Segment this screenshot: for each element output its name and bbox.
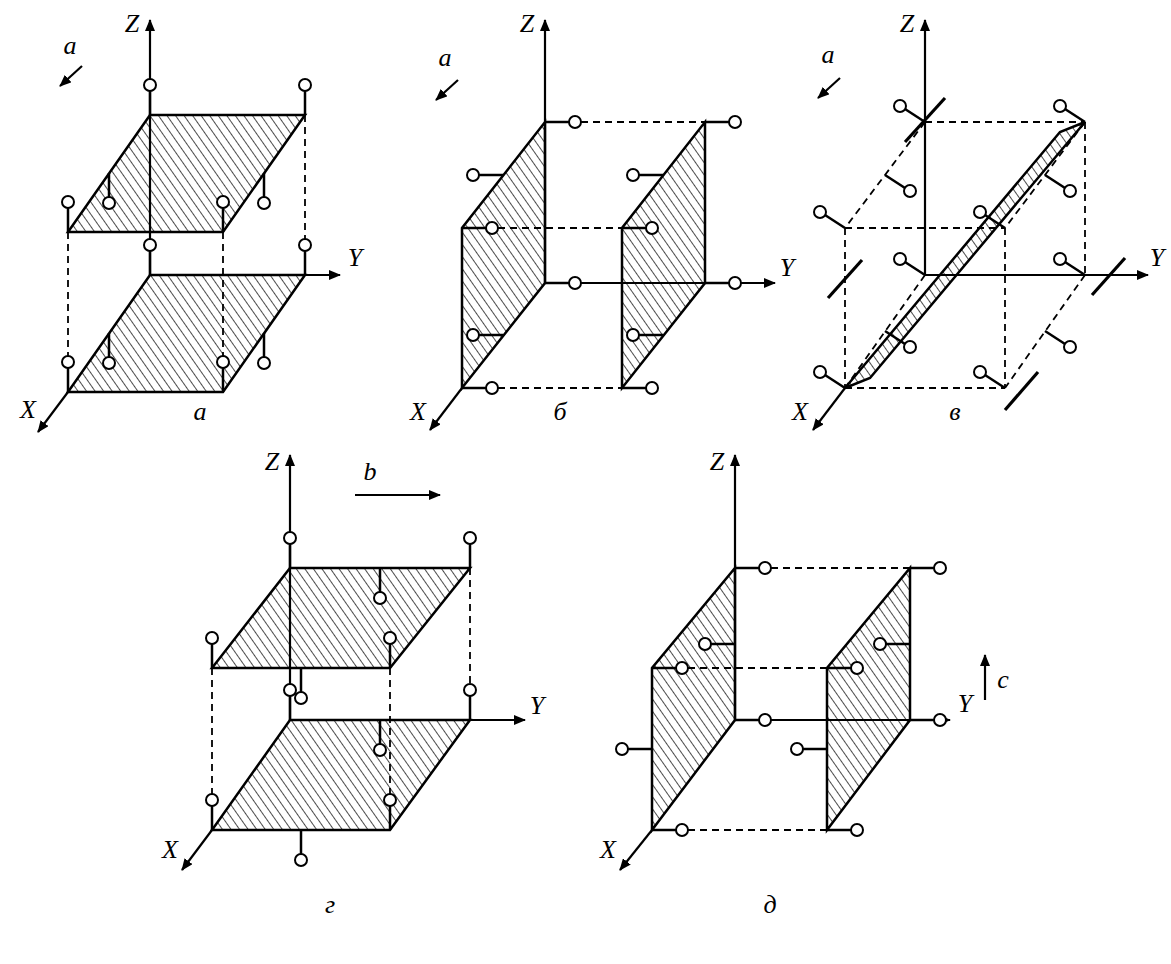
axis-label: Z (263, 449, 281, 475)
axis-label: Y (528, 693, 546, 719)
axis-label: Y (956, 691, 974, 717)
panel-caption: г (323, 892, 337, 918)
panel-caption: а (192, 399, 209, 425)
panel-caption: в (947, 399, 962, 425)
panel-caption: д (761, 892, 778, 918)
axis-label: Z (898, 11, 916, 37)
glide-vector-label: a (437, 45, 454, 71)
panel-b (430, 20, 775, 430)
panel-g (182, 455, 525, 870)
axis-label: X (160, 837, 180, 863)
glide-vector-label: a (62, 33, 79, 59)
glide-vector-label: b (362, 459, 379, 485)
panel-d (616, 455, 985, 870)
axis-label: Z (518, 11, 536, 37)
glide-vector-label: a (820, 42, 837, 68)
panel-caption: б (551, 399, 568, 425)
axis-label: Y (1148, 245, 1166, 271)
axis-label: Z (708, 449, 726, 475)
panel-v (813, 20, 1148, 430)
axis-label: X (790, 399, 810, 425)
axis-label: X (18, 397, 38, 423)
axis-label: X (408, 399, 428, 425)
axis-label: Y (778, 255, 796, 281)
panel-a (38, 20, 340, 432)
axis-label: Y (346, 245, 364, 271)
axis-label: X (598, 837, 618, 863)
axis-label: Z (123, 11, 141, 37)
glide-vector-label: c (995, 667, 1011, 693)
